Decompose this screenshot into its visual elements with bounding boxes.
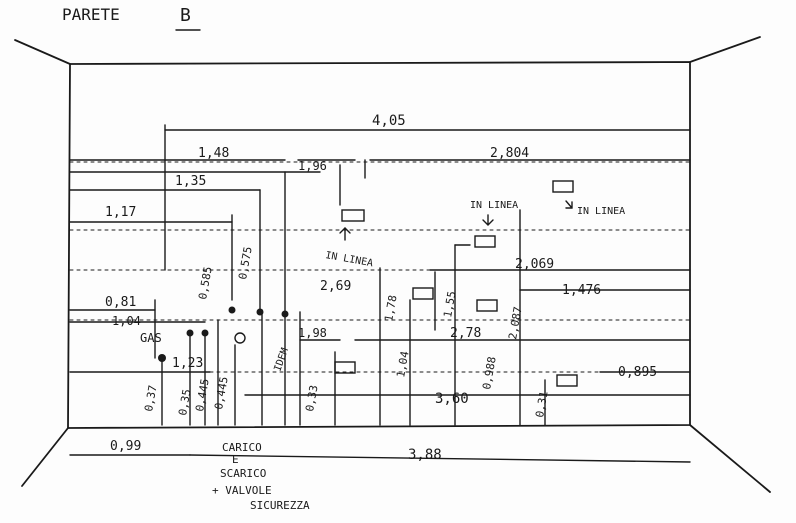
dim-0-31: 0,31 [533, 390, 550, 418]
wall-letter: B [180, 5, 191, 26]
dim-2-69: 2,69 [320, 279, 351, 294]
dim-1-98: 1,98 [298, 326, 327, 340]
dim-3-60: 3,60 [435, 391, 469, 407]
label-scarico: SCARICO [220, 467, 266, 480]
dim-0-33: 0,33 [303, 384, 320, 412]
dim-0-99: 0,99 [110, 439, 141, 454]
pipe-points [158, 306, 289, 362]
dim-0-445-b: 0,445 [212, 376, 231, 411]
dim-0-988: 0,988 [480, 356, 499, 391]
dim-0-37: 0,37 [142, 384, 159, 412]
outlet-box-lower-right [556, 374, 578, 387]
pipe-point-4 [256, 308, 264, 316]
dim-0-81: 0,81 [105, 295, 136, 310]
dim-2-804: 2,804 [490, 146, 529, 161]
label-in-linea-3: IN LINEA [577, 206, 625, 217]
label-e: E [232, 453, 239, 466]
drain-point [234, 332, 246, 344]
label-carico: CARICO [222, 441, 262, 454]
dim-2-78: 2,78 [450, 326, 481, 341]
dim-1-04-left: 1,04 [112, 314, 141, 328]
outlet-box-top-right [552, 180, 574, 193]
dim-1-04-right: 1,04 [394, 350, 411, 379]
dim-2-069: 2,069 [515, 257, 554, 272]
dim-1-48: 1,48 [198, 146, 229, 161]
dimension-labels: 4,05 1,48 1,96 2,804 1,35 1,17 0,585 0,5… [105, 113, 657, 463]
label-in-linea-2: IN LINEA [470, 200, 518, 211]
floor-leaders [161, 309, 336, 426]
dim-4-05: 4,05 [372, 113, 406, 129]
dim-1-78: 1,78 [382, 294, 399, 322]
label-valvole: + VALVOLE [212, 484, 272, 497]
dim-0-585: 0,585 [196, 266, 215, 301]
dim-1-23: 1,23 [172, 356, 203, 371]
room-outline [14, 36, 771, 493]
gas-point [158, 354, 166, 362]
sketch-title: PARETE [62, 5, 120, 24]
label-gas: GAS [140, 331, 162, 345]
outlet-boxes [334, 180, 578, 387]
dim-0-35: 0,35 [176, 388, 193, 416]
dim-1-55: 1,55 [441, 290, 458, 318]
dim-1-17: 1,17 [105, 205, 136, 220]
outlet-box-mid-b [476, 299, 498, 312]
dim-1-476: 1,476 [562, 283, 601, 298]
annotation-labels: IN LINEA IN LINEA IN LINEA GAS IDEM CARI… [140, 200, 625, 512]
outlet-box-lower-center [334, 361, 356, 374]
top-dimensions [69, 124, 691, 313]
pipe-point-2 [201, 329, 209, 337]
outlet-box-upper-center [341, 209, 365, 222]
dim-0-575: 0,575 [236, 246, 255, 281]
label-idem: IDEM [272, 347, 291, 373]
left-dimensions [69, 299, 691, 463]
pipe-point-5 [281, 310, 289, 318]
pipe-point-1 [186, 329, 194, 337]
dim-2-087: 2,087 [506, 306, 525, 341]
right-dimensions [379, 209, 691, 426]
pipe-point-3 [228, 306, 236, 314]
label-sicurezza: SICUREZZA [250, 499, 310, 512]
dim-0-445-a: 0,445 [193, 378, 212, 413]
outlet-box-mid-a [412, 287, 434, 300]
arrows [339, 200, 573, 241]
label-in-linea-1: IN LINEA [324, 250, 373, 269]
dim-1-35: 1,35 [175, 174, 206, 189]
dim-0-895: 0,895 [618, 365, 657, 380]
dim-1-96: 1,96 [298, 159, 327, 173]
dim-3-88: 3,88 [408, 447, 442, 463]
outlet-box-upper-right [474, 235, 496, 248]
